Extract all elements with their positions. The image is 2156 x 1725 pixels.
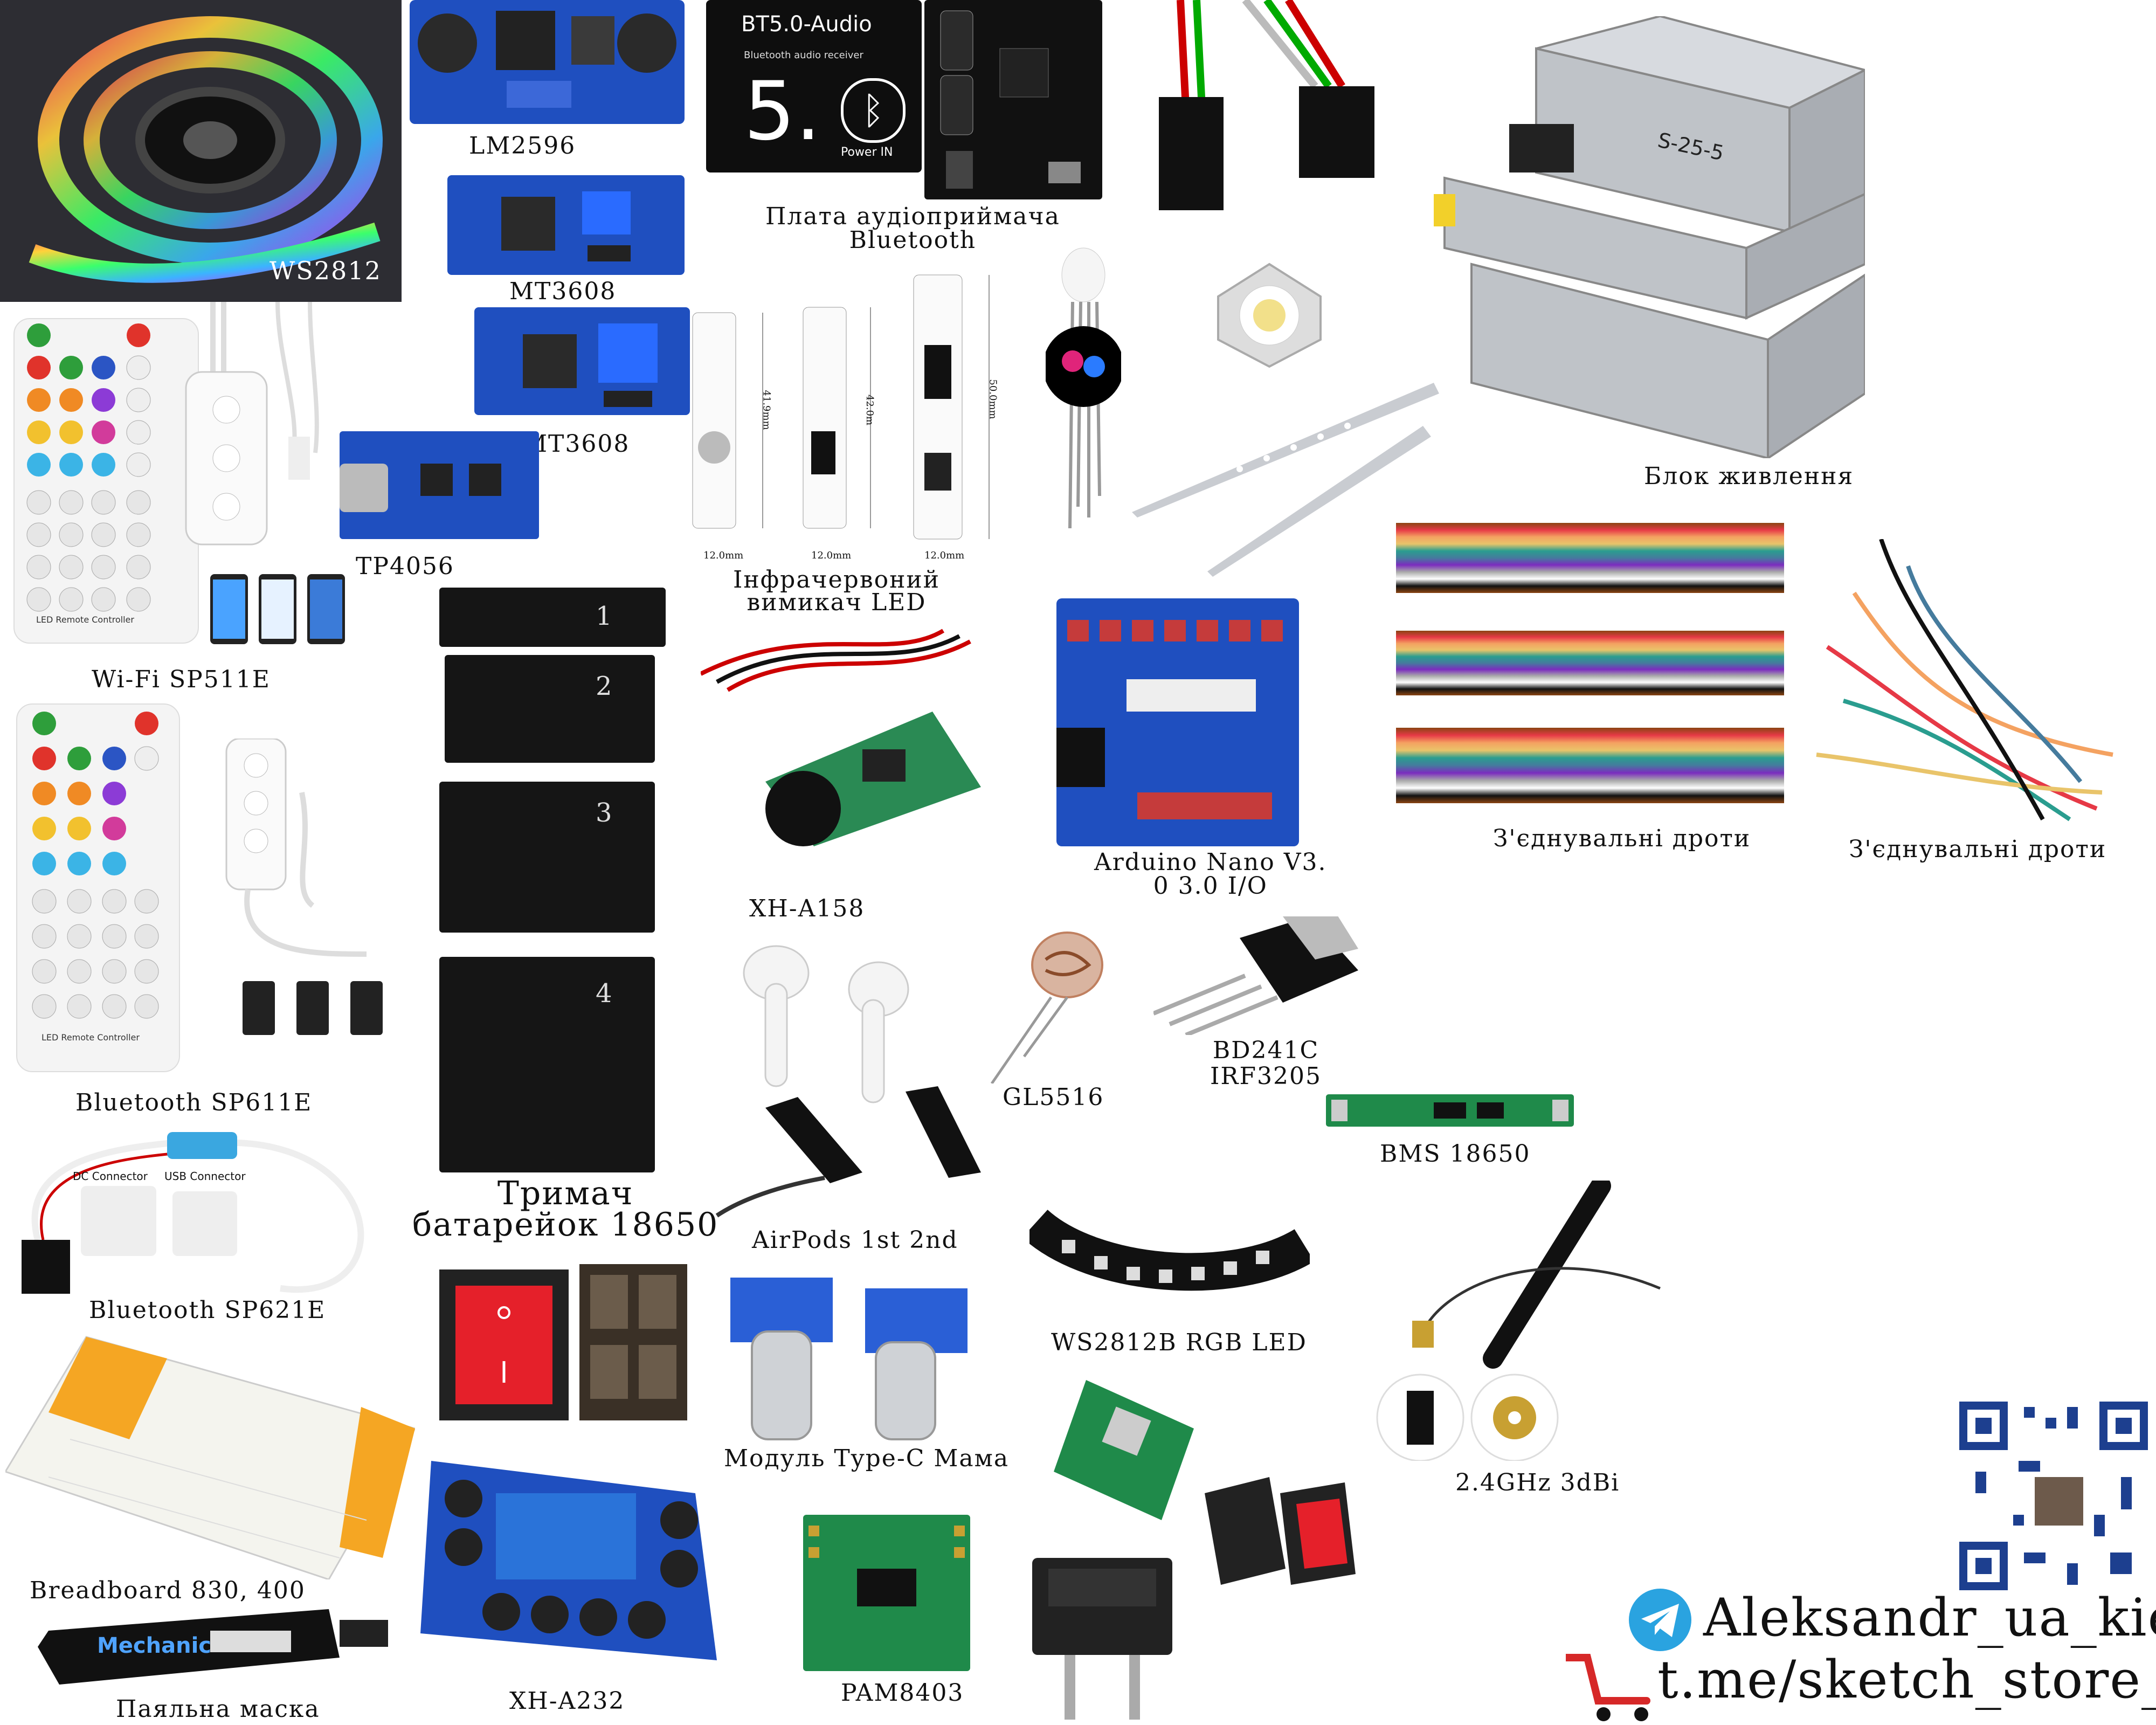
breadboard-label: Breadboard 830, 400 [30,1577,306,1604]
ws2812-strip-image: WS2812 [0,0,402,302]
dc-connector-label: DC Connector [73,1170,148,1183]
xh-a158-label: XH-A158 [749,895,865,922]
airpods-label: AirPods 1st 2nd [752,1226,958,1254]
mt3608-module-b [474,307,690,415]
arduino-nano-shield [1056,598,1299,846]
bt-big-five: 5. [744,65,821,158]
ir-dim-6: 12.0mm [924,550,965,561]
bms-label: BMS 18650 [1380,1140,1531,1168]
bt-receiver-board [924,0,1102,199]
telegram-icon[interactable] [1628,1588,1692,1652]
ir-dim-2: 42.0m [864,394,876,426]
micro-usb-board [1054,1380,1194,1520]
solder-mask-label: Паяльна маска [116,1695,320,1723]
sp621e-image: DC Connector USB Connector [11,1127,388,1294]
usb-connector-label: USB Connector [164,1170,246,1183]
antenna-label: 2.4GHz 3dBi [1455,1469,1620,1496]
tp4056-module [340,431,539,539]
xh-a232-module [420,1461,717,1660]
lm2596-module [410,0,685,124]
mt3608-b-label: MT3608 [523,430,630,458]
mt3608-a-label: MT3608 [509,278,617,305]
bt-receiver-label: Плата аудіоприймача Bluetooth [765,203,1060,254]
bms-18650-board [1326,1094,1574,1127]
airpods-image [701,941,1024,1226]
qr-code[interactable] [1959,1402,2148,1590]
ws2812b-label: WS2812B RGB LED [1051,1329,1307,1356]
remote-sp511e: LED Remote Controller [13,318,199,644]
psu-stack-image: S-25-5 [1412,16,1865,458]
gl5516-label: GL5516 [1003,1084,1104,1111]
rocker-switch-red [439,1264,687,1426]
cart-icon[interactable] [1566,1647,1657,1722]
type-c-modules [720,1267,989,1445]
mt3608-module-a [447,175,685,275]
battery-number-3: 3 [596,798,613,828]
ws2812-label: WS2812 [270,256,382,285]
battery-number-2: 2 [596,671,613,701]
pam8403-label: PAM8403 [841,1679,964,1707]
battery-holder-label: Тримач батарейок 18650 [412,1175,719,1244]
battery-holder-4: 4 [439,957,655,1172]
rgb-led-image [1046,237,1121,528]
wifi-sp511e-label: Wi-Fi SP511E [92,666,271,693]
solder-brand: Mechanic [97,1633,212,1658]
ir-dim-4: 12.0mm [703,550,744,561]
gl5516-photoresistor [986,927,1110,1084]
battery-number-4: 4 [596,978,613,1009]
sp611e-controller [205,739,410,1040]
bd241c-label: BD241C IRF3205 [1210,1037,1322,1090]
sm-connectors-image [1137,0,1374,216]
jumper-wires-image [1800,539,2124,830]
tweezers-image [1132,377,1445,582]
bt-screen-sub: Bluetooth audio receiver [744,50,863,61]
remote-sp611e-caption: LED Remote Controller [42,1032,140,1043]
arduino-nano-label: Arduino Nano V3. 0 3.0 I/O [1094,848,1327,900]
lm2596-label: LM2596 [469,132,576,160]
telegram-handle[interactable]: Aleksandr_ua_kiev [1703,1588,2156,1648]
battery-holder-1: 1 [439,588,666,647]
battery-holder-2: 2 [445,655,655,763]
bt-sp621e-label: Bluetooth SP621E [89,1296,326,1324]
bt-receiver-screen: BT5.0-Audio Bluetooth audio receiver 5. … [706,0,922,172]
bt-screen-power: Power IN [841,146,893,159]
bluetooth-icon: ᛒ [841,78,906,143]
ir-switch-image: 41.9mm 42.0m 50.0mm 12.0mm 12.0mm 12.0mm [687,270,1032,561]
wires-a-label: З'єднувальні дроти [1493,825,1751,852]
dupont-wires-image [1369,523,1800,809]
bt-screen-title: BT5.0-Audio [741,12,872,37]
solder-mask-syringe: Mechanic [38,1609,388,1690]
xh-a232-label: XH-A232 [509,1687,625,1715]
breadboard-image [5,1331,415,1579]
psu-label: Блок живлення [1644,463,1854,490]
antenna-image [1369,1181,1671,1461]
remote-sp511e-caption: LED Remote Controller [36,615,134,625]
battery-number-1: 1 [596,601,613,631]
store-link[interactable]: t.me/sketch_store_ua [1657,1650,2156,1710]
to220-transistor [1153,916,1358,1035]
bt-sp611e-label: Bluetooth SP611E [75,1089,313,1116]
remote-sp611e: LED Remote Controller [16,703,180,1072]
xh-a158-module [701,620,981,846]
pam8403-module [803,1515,970,1671]
power-led-image [1213,259,1326,372]
wires-b-label: З'єднувальні дроти [1849,836,2107,863]
battery-holder-3: 3 [439,782,655,933]
small-rocker-switches [1032,1477,1388,1725]
sp511e-phones [210,574,350,650]
ir-switch-label: Інфрачервоний вимикач LED [733,569,941,615]
tp4056-label: TP4056 [356,553,454,580]
ws2812b-reel [1029,1181,1310,1321]
ir-dim-5: 12.0mm [811,550,852,561]
sp511e-controller [181,302,337,561]
type-c-label: Модуль Type-C Мама [724,1445,1010,1472]
ir-dim-1: 41.9mm [761,390,772,430]
ir-dim-3: 50.0mm [987,379,999,419]
